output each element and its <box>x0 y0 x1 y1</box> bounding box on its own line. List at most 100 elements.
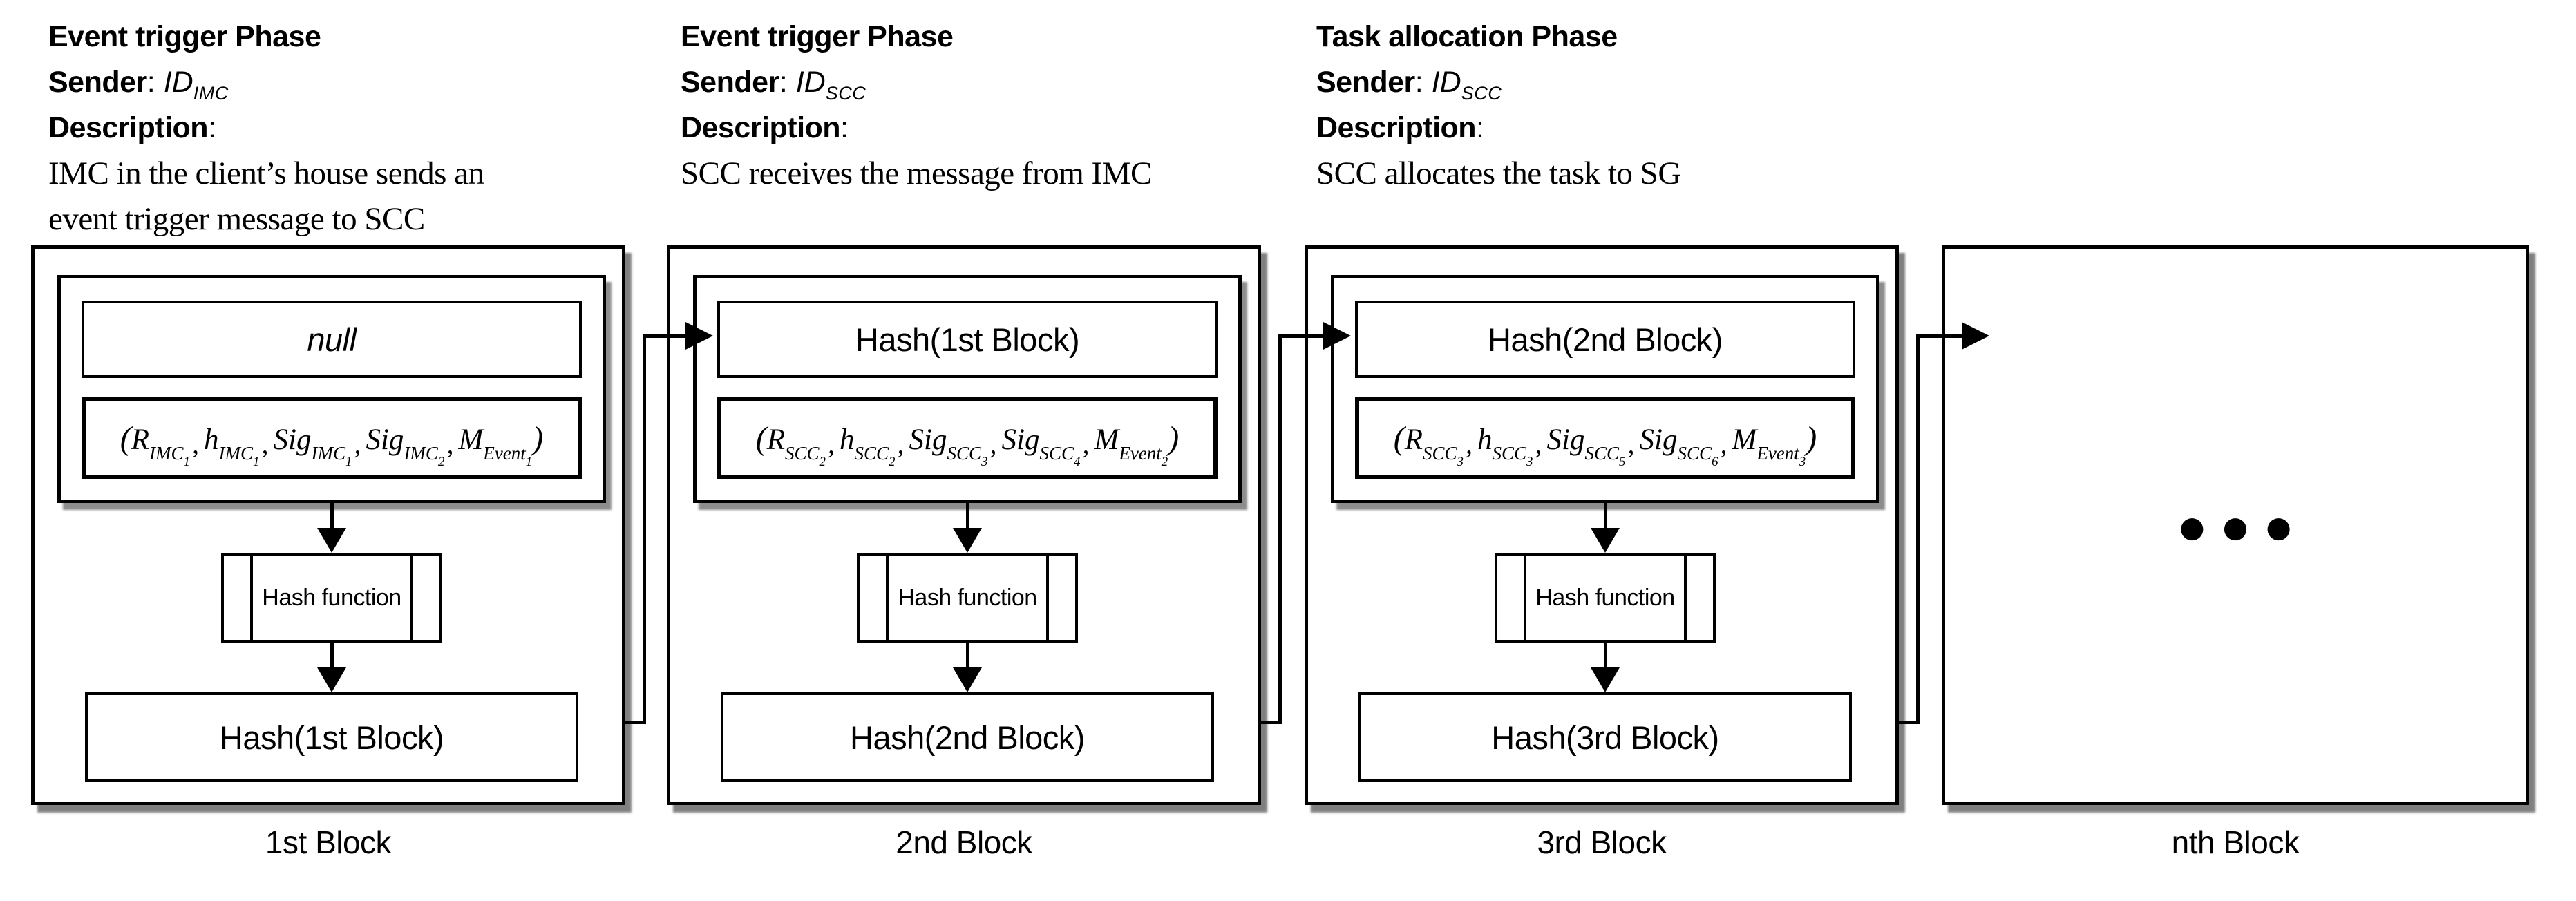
description-label: Description <box>1316 111 1477 144</box>
block-label-3rd: 3rd Block <box>1537 824 1667 860</box>
connector-segment <box>1278 334 1323 338</box>
tuple-t-base: h <box>840 423 855 456</box>
tuple-t-sep: , <box>354 428 361 459</box>
colon: : <box>840 111 849 144</box>
colon: : <box>1414 66 1423 99</box>
arrow-stem <box>966 643 969 670</box>
tuple-t-paren: ( <box>1393 419 1405 457</box>
arrow-stem <box>1604 643 1607 670</box>
connector-segment <box>1278 334 1282 724</box>
prev-hash-box: null <box>82 301 582 378</box>
tuple-t-base: h <box>204 423 219 456</box>
tuple-t-base: Sig <box>1639 423 1678 456</box>
tuple-t-base: Sig <box>273 423 312 456</box>
tuple-t-subsub: 2 <box>437 454 445 469</box>
tuple-t-paren: ) <box>1168 419 1180 457</box>
output-hash-box: Hash(1st Block) <box>85 692 578 782</box>
prev-hash-box: Hash(2nd Block) <box>1355 301 1855 378</box>
colon: : <box>208 111 216 144</box>
arrow-stem <box>1604 503 1607 531</box>
tuple-t-sub: IMC1 <box>218 442 260 469</box>
sender-label: Sender <box>681 66 779 99</box>
tuple-t-sub: Event2 <box>1119 442 1168 469</box>
connector-segment <box>643 334 646 724</box>
arrow-stem <box>330 643 334 670</box>
arrowhead-down-icon <box>953 528 982 553</box>
tuple-t-sub: SCC5 <box>1584 442 1626 469</box>
sender-line: Sender:IDSCC <box>681 59 1303 105</box>
tuple-t-subsub: 2 <box>819 454 826 469</box>
tuple-t-base: Sig <box>909 423 947 456</box>
tuple-t-sub: IMC1 <box>149 442 191 469</box>
tuple-t-base: Sig <box>1001 423 1040 456</box>
tuple-t-subsub: 4 <box>1074 454 1081 469</box>
tuple-t-sub: Event1 <box>483 442 533 469</box>
tuple-t-sub: SCC3 <box>1422 442 1464 469</box>
tuple-t-sub: SCC2 <box>854 442 896 469</box>
sender-line: Sender:IDSCC <box>1316 59 1938 105</box>
phase-title: Event trigger Phase <box>681 20 954 53</box>
ellipsis-dots-icon: ●●● <box>2179 510 2309 544</box>
connector-segment <box>1916 334 1920 724</box>
tuple-t-subsub: 3 <box>981 454 988 469</box>
arrowhead-down-icon <box>1591 528 1620 553</box>
hash-function-label: Hash function <box>898 584 1037 611</box>
output-hash-box: Hash(2nd Block) <box>721 692 1214 782</box>
connector-segment <box>625 721 646 724</box>
hash-function-box: Hash function <box>857 553 1078 643</box>
tuple-t-paren: ( <box>755 419 767 457</box>
description-line: SCC allocates the task to SG <box>1316 155 1681 191</box>
hash-function-box: Hash function <box>221 553 442 643</box>
block-label-nth: nth Block <box>2171 824 2300 860</box>
connector-segment <box>1261 721 1282 724</box>
tuple-t-sep: , <box>1720 428 1727 459</box>
tuple-t-sub: SCC6 <box>1677 442 1718 469</box>
sender-id: ID <box>795 66 826 99</box>
predefined-process-line <box>1524 556 1526 640</box>
phase-annotation-event-trigger-2: Event trigger Phase Sender:IDSCC Descrip… <box>681 14 1303 196</box>
description-label-line: Description: <box>48 105 670 151</box>
predefined-process-line <box>886 556 889 640</box>
tuple-t-sep: , <box>261 428 269 459</box>
tuple-t-subsub: 5 <box>1619 454 1626 469</box>
hash-function-label: Hash function <box>1535 584 1675 611</box>
arrowhead-right-icon <box>1962 322 1989 350</box>
tuple-t-sep: , <box>1082 428 1090 459</box>
sender-label: Sender <box>48 66 147 99</box>
tuple-t-subsub: 1 <box>345 454 352 469</box>
description-line: SCC receives the message from IMC <box>681 155 1152 191</box>
phase-title: Event trigger Phase <box>48 20 321 53</box>
phase-annotation-task-allocation: Task allocation Phase Sender:IDSCC Descr… <box>1316 14 1938 196</box>
hash-function-label: Hash function <box>262 584 401 611</box>
arrowhead-right-icon <box>1323 322 1351 350</box>
tuple-t-sub: IMC2 <box>404 442 445 469</box>
tuple-t-subsub: 6 <box>1712 454 1718 469</box>
arrowhead-down-icon <box>953 667 982 692</box>
arrowhead-down-icon <box>317 667 346 692</box>
sender-id: ID <box>163 66 193 99</box>
tuple-t-subsub: 2 <box>1161 454 1168 469</box>
connector-segment <box>643 334 685 338</box>
predefined-process-line <box>1046 556 1049 640</box>
tuple-t-subsub: 3 <box>1457 454 1464 469</box>
output-hash-box: Hash(3rd Block) <box>1358 692 1852 782</box>
tuple-t-subsub: 1 <box>183 454 191 469</box>
tuple-t-sep: , <box>1535 428 1542 459</box>
description-label-line: Description: <box>681 105 1303 151</box>
arrowhead-right-icon <box>685 322 713 350</box>
phase-annotation-event-trigger-1: Event trigger Phase Sender:IDIMC Descrip… <box>48 14 670 242</box>
tuple-t-paren: ( <box>120 419 131 457</box>
tuple-t-base: R <box>131 423 150 456</box>
connector-segment <box>1899 721 1920 724</box>
